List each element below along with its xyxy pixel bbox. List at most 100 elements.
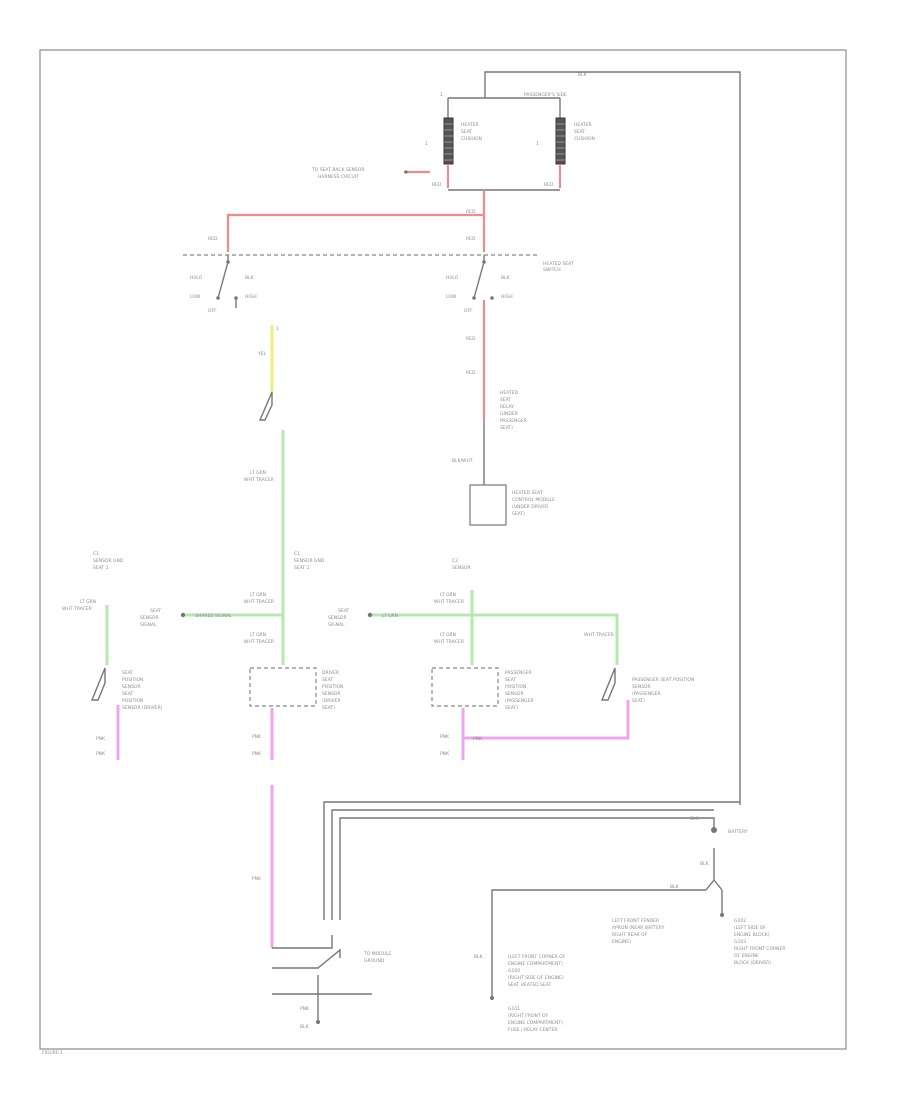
- label-blk-2: BLK: [700, 861, 710, 867]
- label-htr-left-pin2: 1: [425, 141, 428, 147]
- label-eng-4: ENGINE): [612, 939, 631, 945]
- label-gr-7: BLOCK (DRIVER): [734, 960, 771, 966]
- label-pk-r-b: PNK: [440, 751, 450, 757]
- label-cm-left-4: SEAT: [122, 691, 133, 697]
- label-left-pin-b: SENSOR GND: [93, 558, 124, 564]
- label-tb-1: TO MODULE: [363, 951, 391, 957]
- label-left-pin-c: SEAT 1: [93, 565, 109, 571]
- label-blk-3: BLK: [670, 884, 680, 890]
- label-g-1: G101: [508, 1006, 520, 1012]
- label-sig-r2: SENSOR: [328, 615, 347, 621]
- label-cm-mid-1: DRIVER: [322, 670, 339, 676]
- label-note-6: FUSE / RELAY CENTER: [508, 1027, 558, 1033]
- seat-heater-elements: [404, 71, 741, 805]
- label-sw-r-d: BLK: [501, 275, 511, 281]
- heated-seat-switch-right: [472, 255, 494, 392]
- label-sw-l-b: LOW: [190, 294, 201, 300]
- label-sw-r-e: HIGH: [501, 294, 513, 300]
- label-shared-signal: SHARED SIGNAL: [195, 613, 232, 619]
- label-left-wire-a: LT GRN: [80, 599, 96, 605]
- seat-cushion-heater-right: [555, 117, 566, 165]
- label-htr-right-l2: SEAT: [574, 129, 585, 135]
- label-eng-1: LEFT FRONT FENDER: [612, 918, 659, 924]
- label-mid-pin-b: SENSOR GND: [294, 558, 325, 564]
- position-sensor-far-right: [600, 667, 616, 701]
- label-pk-l-b: PNK: [96, 751, 106, 757]
- label-blk-4: BLK: [474, 954, 484, 960]
- label-right-pin-b: SENSOR: [452, 565, 471, 571]
- label-sw-r-a: HI/LO: [446, 275, 459, 281]
- label-htr-left-l2: SEAT: [461, 129, 472, 135]
- label-eng-3: RIGHT REAR OF: [612, 932, 648, 938]
- label-note-5: SEAT HEATED SEAT: [508, 982, 551, 988]
- position-sensor-far-left: [90, 667, 106, 701]
- labels: BLK PASSENGER'S SIDE 1 HEATER SEAT CUSHI…: [42, 72, 785, 1056]
- label-cm-right-4: SENSOR: [505, 691, 524, 697]
- label-grn-wire-2: WHT TRACER: [244, 477, 274, 483]
- label-r-wire-a: LT GRN: [440, 632, 456, 638]
- label-m-wire-c: LT GRN: [250, 632, 266, 638]
- label-sig-l2: SENSOR: [140, 615, 159, 621]
- label-cm-right-6: SEAT): [505, 705, 518, 711]
- label-cm-right-2: SEAT: [505, 677, 516, 683]
- label-sw-l-a: HI/LO: [190, 275, 203, 281]
- label-red-e: RED: [466, 236, 476, 242]
- label-cm-right-3: POSITION: [505, 684, 526, 690]
- label-cm-mid-6: SEAT): [322, 705, 335, 711]
- label-relay-l3: RELAY: [500, 404, 514, 410]
- label-note-1: (LEFT FRONT CORNER OF: [508, 954, 566, 960]
- label-sw-l-d: BLK: [245, 275, 255, 281]
- label-pk-r-a: PNK: [440, 734, 450, 740]
- label-note-4: (RIGHT SIDE OF ENGINE): [508, 975, 564, 981]
- label-htr-left-l1: HEATER: [461, 122, 479, 128]
- label-red-d: RED: [208, 236, 218, 242]
- label-sw-r-c: OFF: [464, 308, 473, 314]
- label-sig-r1: SEAT: [338, 608, 349, 614]
- label-grn-wire-1: LT GRN: [250, 470, 266, 476]
- label-seat-sw2: SWITCH: [543, 267, 561, 273]
- label-jumper: PASSENGER'S SIDE: [524, 92, 567, 98]
- label-module-l1: HEATED SEAT: [512, 490, 543, 496]
- heated-seat-relay: [469, 392, 507, 526]
- label-cm-mid-2: SEAT: [322, 677, 333, 683]
- label-sw-r-b: LOW: [446, 294, 457, 300]
- label-relay-l1: HEATED: [500, 390, 519, 396]
- seat-cushion-heater-left: [443, 117, 454, 165]
- label-rt-wire-b: WHT TRACER: [434, 599, 464, 605]
- label-right-pin-a: C2: [452, 558, 458, 564]
- label-cm-right-5: (PASSENGER: [505, 698, 534, 704]
- label-htr-left-pin: 1: [440, 92, 443, 98]
- label-blk-1: BLK: [690, 816, 700, 822]
- label-mid-wire-a: LT GRN: [250, 592, 266, 598]
- label-mid-pin-a: C1: [294, 551, 300, 557]
- label-m-wire-a: LT GRN: [382, 613, 398, 619]
- label-red-b: RED: [544, 182, 554, 188]
- label-module-l4: SEAT): [512, 511, 525, 517]
- label-cm-left-6: SENSOR (DRIVER): [122, 705, 163, 711]
- label-cm-far-4: SEAT): [632, 698, 645, 704]
- label-cm-left-5: POSITION: [122, 698, 143, 704]
- label-yel-wire: YEL: [257, 351, 267, 357]
- control-module-left: [249, 667, 317, 707]
- label-cm-left-1: SEAT: [122, 670, 133, 676]
- label-htr-right-l1: HEATER: [574, 122, 592, 128]
- label-relay-l2: SEAT: [500, 397, 511, 403]
- label-gr-1: G102: [734, 918, 746, 924]
- label-sig-l3: SIGNAL: [140, 622, 157, 628]
- relay-contact-left: [258, 391, 273, 421]
- label-to-ground-2: HARNESS CIRCUIT: [318, 174, 359, 180]
- ground-harness: [272, 801, 740, 1024]
- label-cm-far-1: PASSENGER SEAT POSITION: [632, 677, 694, 683]
- label-gr-5: RIGHT FRONT CORNER: [734, 946, 785, 952]
- label-cm-mid-3: POSITION: [322, 684, 343, 690]
- label-cm-far-3: (PASSENGER: [632, 691, 661, 697]
- label-to-ground-1: TO SEAT BACK SENSOR: [311, 167, 365, 173]
- control-module-right: [431, 667, 499, 707]
- label-cm-left-3: SENSOR: [122, 684, 141, 690]
- pink-wire-right-loop: [463, 700, 630, 740]
- label-relay-l4: (UNDER: [500, 411, 518, 417]
- label-pk-l-a: PNK: [96, 736, 106, 742]
- label-relay-l6: SEAT): [500, 425, 513, 431]
- label-left-wire-b: WHT TRACER: [62, 606, 92, 612]
- label-pk-r-c: PNK: [473, 736, 483, 742]
